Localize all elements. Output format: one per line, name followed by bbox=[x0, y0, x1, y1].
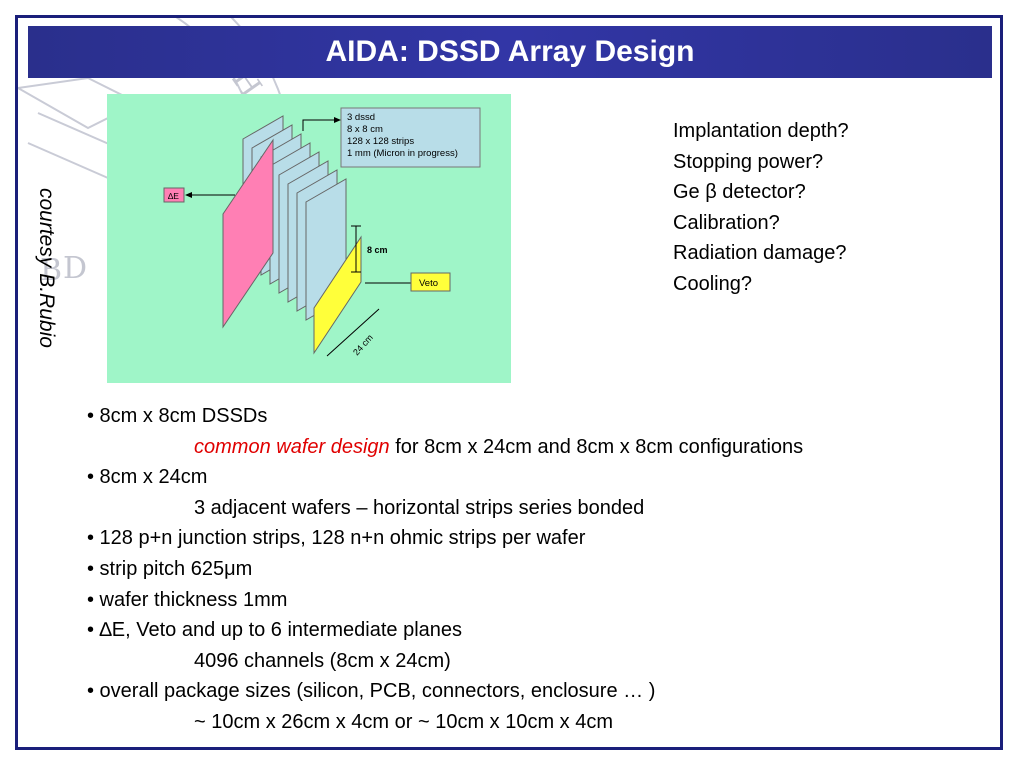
dim-8cm-label: 8 cm bbox=[367, 245, 388, 255]
bullet-item: • wafer thickness 1mm bbox=[87, 588, 288, 611]
question-item: Cooling? bbox=[673, 272, 752, 295]
question-item: Stopping power? bbox=[673, 150, 824, 173]
seal-letter-4: B bbox=[40, 253, 62, 288]
subitem-text: for 8cm x 24cm and 8cm x 8cm configurati… bbox=[389, 435, 804, 458]
bullet-list: • 8cm x 8cm DSSDs common wafer design fo… bbox=[87, 401, 997, 738]
delta-e-label: ∆E bbox=[168, 191, 179, 201]
delta-e-arrow-head bbox=[185, 192, 192, 198]
highlight-text: common wafer design bbox=[194, 435, 390, 458]
info-line: 3 dssd bbox=[347, 112, 375, 123]
info-line: 8 x 8 cm bbox=[347, 124, 383, 135]
veto-label: Veto bbox=[419, 278, 438, 289]
bullet-subitem: common wafer design for 8cm x 24cm and 8… bbox=[87, 432, 997, 463]
bullet-item: • 128 p+n junction strips, 128 n+n ohmic… bbox=[87, 527, 586, 550]
info-line: 1 mm (Micron in progress) bbox=[347, 148, 458, 159]
info-line: 128 x 128 strips bbox=[347, 136, 414, 147]
title-bar: AIDA: DSSD Array Design bbox=[28, 26, 992, 78]
bullet-subitem: 3 adjacent wafers – horizontal strips se… bbox=[194, 496, 645, 519]
delta-e-plane bbox=[222, 138, 274, 329]
bullet-item: • 8cm x 8cm DSSDs bbox=[87, 405, 268, 427]
bullet-item: • ∆E, Veto and up to 6 intermediate plan… bbox=[87, 619, 463, 642]
question-item: Calibration? bbox=[673, 211, 780, 234]
dssd-array-diagram: 3 dssd 8 x 8 cm 128 x 128 strips 1 mm (M… bbox=[107, 94, 511, 383]
info-arrow-line bbox=[302, 119, 335, 131]
question-item: Implantation depth? bbox=[673, 120, 849, 142]
bullet-item: • 8cm x 24cm bbox=[87, 466, 208, 489]
bullet-item: • strip pitch 625μm bbox=[87, 557, 253, 580]
slide-title: AIDA: DSSD Array Design bbox=[325, 35, 695, 68]
veto-label-box bbox=[410, 272, 451, 292]
dim-24cm-line bbox=[326, 308, 380, 357]
bullet-item: • overall package sizes (silicon, PCB, c… bbox=[87, 680, 656, 703]
info-arrow-head bbox=[334, 117, 341, 123]
courtesy-credit: courtesy B.Rubio bbox=[35, 188, 58, 348]
bullet-subitem: ~ 10cm x 26cm x 4cm or ~ 10cm x 10cm x 4… bbox=[194, 710, 614, 733]
question-item: Ge β detector? bbox=[673, 181, 806, 203]
delta-e-label-box bbox=[163, 187, 185, 203]
info-box bbox=[340, 107, 481, 168]
bullet-subitem: 4096 channels (8cm x 24cm) bbox=[194, 649, 451, 672]
seal-letter-5: D bbox=[63, 251, 87, 286]
question-item: Radiation damage? bbox=[673, 242, 847, 264]
open-questions-list: Implantation depth? Stopping power? Ge β… bbox=[673, 116, 849, 299]
veto-plane bbox=[313, 235, 362, 355]
